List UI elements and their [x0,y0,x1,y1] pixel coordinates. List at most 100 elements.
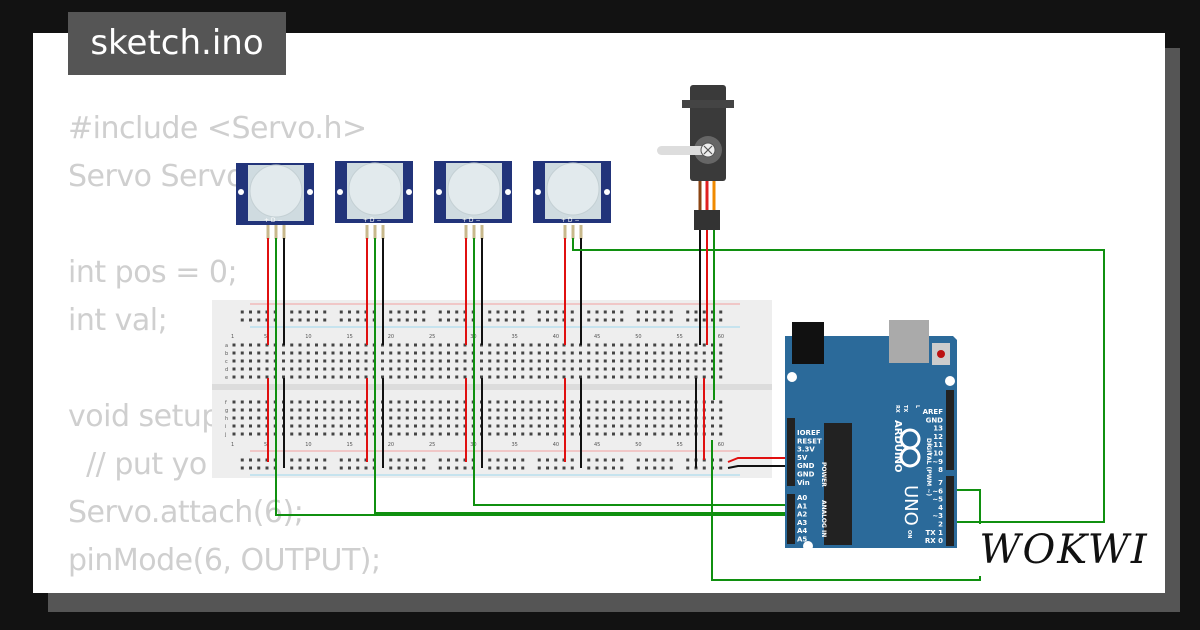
rail-hole[interactable] [562,466,566,470]
breadboard-hole[interactable] [620,432,624,436]
rail-hole[interactable] [570,458,574,462]
rail-hole[interactable] [348,318,351,322]
breadboard-hole[interactable] [348,408,351,412]
rail-hole[interactable] [488,318,492,322]
breadboard-hole[interactable] [356,432,360,436]
breadboard-hole[interactable] [636,351,640,355]
breadboard-hole[interactable] [356,359,360,363]
breadboard-hole[interactable] [628,359,632,363]
breadboard-hole[interactable] [645,367,648,371]
breadboard-hole[interactable] [711,367,714,371]
breadboard-hole[interactable] [554,416,558,420]
rail-hole[interactable] [636,318,640,322]
breadboard-hole[interactable] [570,375,574,379]
breadboard-hole[interactable] [636,432,640,436]
breadboard-hole[interactable] [628,408,632,412]
breadboard-hole[interactable] [645,408,648,412]
breadboard-hole[interactable] [422,408,426,412]
breadboard-hole[interactable] [620,367,624,371]
rail-hole[interactable] [290,318,294,322]
breadboard-hole[interactable] [265,351,269,355]
rail-hole[interactable] [686,310,690,314]
breadboard-hole[interactable] [513,432,516,436]
breadboard-hole[interactable] [620,400,624,404]
breadboard-hole[interactable] [669,424,673,428]
breadboard-hole[interactable] [331,343,335,347]
breadboard-hole[interactable] [240,375,244,379]
breadboard-hole[interactable] [529,375,533,379]
breadboard-hole[interactable] [537,424,541,428]
breadboard-hole[interactable] [678,400,681,404]
rail-hole[interactable] [603,318,607,322]
rail-hole[interactable] [405,310,409,314]
breadboard-hole[interactable] [298,432,302,436]
breadboard-hole[interactable] [546,400,549,404]
breadboard-hole[interactable] [249,400,252,404]
breadboard-hole[interactable] [554,343,558,347]
breadboard-hole[interactable] [463,375,467,379]
breadboard-hole[interactable] [579,375,582,379]
breadboard-hole[interactable] [686,432,690,436]
breadboard-hole[interactable] [686,343,690,347]
rail-hole[interactable] [438,310,442,314]
breadboard-hole[interactable] [306,432,310,436]
rail-hole[interactable] [306,318,310,322]
breadboard-hole[interactable] [669,359,673,363]
rail-hole[interactable] [537,310,541,314]
breadboard-hole[interactable] [587,424,591,428]
breadboard-hole[interactable] [570,343,574,347]
breadboard-hole[interactable] [438,375,442,379]
breadboard-hole[interactable] [315,343,318,347]
rail-hole[interactable] [463,466,467,470]
breadboard-hole[interactable] [537,351,541,355]
wire-gnd[interactable] [727,465,795,469]
breadboard-hole[interactable] [315,424,318,428]
breadboard-hole[interactable] [315,367,318,371]
breadboard-hole[interactable] [562,359,566,363]
breadboard-hole[interactable] [405,408,409,412]
breadboard-hole[interactable] [562,375,566,379]
breadboard-hole[interactable] [554,367,558,371]
breadboard-hole[interactable] [579,359,582,363]
breadboard-hole[interactable] [653,416,657,420]
breadboard-hole[interactable] [678,432,681,436]
breadboard-hole[interactable] [546,375,549,379]
breadboard-hole[interactable] [529,416,533,420]
breadboard-hole[interactable] [339,432,343,436]
breadboard-hole[interactable] [331,367,335,371]
breadboard-hole[interactable] [645,343,648,347]
breadboard-hole[interactable] [711,400,714,404]
breadboard-hole[interactable] [686,408,690,412]
breadboard-hole[interactable] [496,408,500,412]
breadboard[interactable]: 1155101015152020252530303535404045455050… [212,300,772,478]
breadboard-hole[interactable] [315,359,318,363]
breadboard-hole[interactable] [661,400,665,404]
breadboard-hole[interactable] [612,408,615,412]
breadboard-hole[interactable] [298,367,302,371]
breadboard-hole[interactable] [381,351,384,355]
breadboard-hole[interactable] [405,432,409,436]
rail-hole[interactable] [587,458,591,462]
breadboard-hole[interactable] [612,424,615,428]
breadboard-hole[interactable] [587,416,591,420]
breadboard-hole[interactable] [669,343,673,347]
breadboard-hole[interactable] [603,424,607,428]
rail-hole[interactable] [546,466,549,470]
breadboard-hole[interactable] [513,400,516,404]
breadboard-hole[interactable] [678,359,681,363]
breadboard-hole[interactable] [678,343,681,347]
breadboard-hole[interactable] [232,432,236,436]
breadboard-hole[interactable] [389,400,393,404]
breadboard-hole[interactable] [488,432,492,436]
breadboard-hole[interactable] [488,408,492,412]
breadboard-hole[interactable] [298,351,302,355]
breadboard-hole[interactable] [249,375,252,379]
breadboard-hole[interactable] [323,424,327,428]
breadboard-hole[interactable] [669,367,673,371]
breadboard-hole[interactable] [323,343,327,347]
breadboard-hole[interactable] [257,400,261,404]
breadboard-hole[interactable] [438,432,442,436]
rail-hole[interactable] [389,318,393,322]
breadboard-hole[interactable] [504,408,508,412]
rail-hole[interactable] [265,466,269,470]
